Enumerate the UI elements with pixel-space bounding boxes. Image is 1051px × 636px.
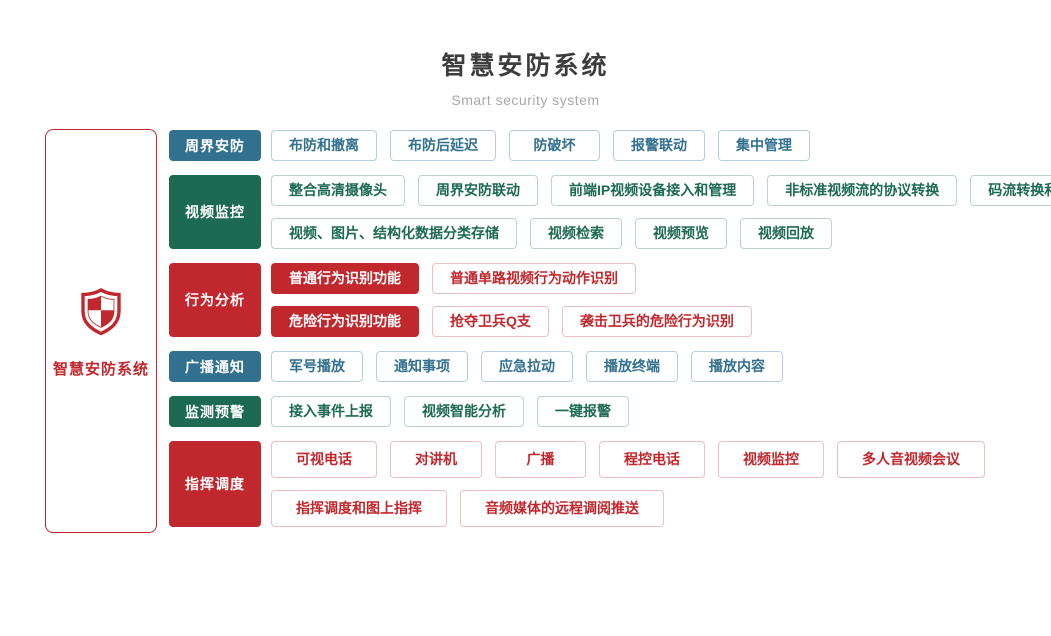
feature-button[interactable]: 一键报警 <box>537 396 629 427</box>
feature-button[interactable]: 整合高清摄像头 <box>271 175 405 206</box>
feature-button[interactable]: 对讲机 <box>390 441 482 478</box>
feature-row: 接入事件上报视频智能分析一键报警 <box>271 396 629 427</box>
group-green-2: 视频监控整合高清摄像头周界安防联动前端IP视频设备接入和管理非标准视频流的协议转… <box>169 175 1051 249</box>
feature-button[interactable]: 视频回放 <box>740 218 832 249</box>
feature-button[interactable]: 抢夺卫兵Q支 <box>432 306 549 337</box>
feature-button[interactable]: 集中管理 <box>718 130 810 161</box>
feature-button[interactable]: 普通行为识别功能 <box>271 263 419 294</box>
group-green-5: 监测预警接入事件上报视频智能分析一键报警 <box>169 396 1051 427</box>
feature-button[interactable]: 非标准视频流的协议转换 <box>767 175 958 206</box>
shield-icon <box>77 284 125 343</box>
feature-button[interactable]: 布防和撤离 <box>271 130 377 161</box>
feature-button[interactable]: 视频、图片、结构化数据分类存储 <box>271 218 517 249</box>
feature-button[interactable]: 视频监控 <box>718 441 824 478</box>
feature-button[interactable]: 布防后延迟 <box>390 130 496 161</box>
feature-button[interactable]: 广播 <box>495 441 586 478</box>
feature-button[interactable]: 码流转换和接口转换 <box>970 175 1051 206</box>
category-label: 周界安防 <box>169 130 261 161</box>
feature-row: 危险行为识别功能抢夺卫兵Q支袭击卫兵的危险行为识别 <box>271 306 752 337</box>
feature-button[interactable]: 普通单路视频行为动作识别 <box>432 263 636 294</box>
feature-button[interactable]: 军号播放 <box>271 351 363 382</box>
category-label: 指挥调度 <box>169 441 261 527</box>
feature-button[interactable]: 视频预览 <box>635 218 727 249</box>
feature-button[interactable]: 音频媒体的远程调阅推送 <box>460 490 664 527</box>
feature-groups: 周界安防布防和撤离布防后延迟防破坏报警联动集中管理视频监控整合高清摄像头周界安防… <box>169 130 1051 527</box>
feature-row: 指挥调度和图上指挥音频媒体的远程调阅推送 <box>271 490 985 527</box>
feature-button[interactable]: 危险行为识别功能 <box>271 306 419 337</box>
feature-rows: 接入事件上报视频智能分析一键报警 <box>271 396 629 427</box>
category-label: 视频监控 <box>169 175 261 249</box>
group-blue-1: 周界安防布防和撤离布防后延迟防破坏报警联动集中管理 <box>169 130 1051 161</box>
feature-button[interactable]: 播放终端 <box>586 351 678 382</box>
feature-button[interactable]: 播放内容 <box>691 351 783 382</box>
feature-button[interactable]: 袭击卫兵的危险行为识别 <box>561 306 752 337</box>
group-red-3: 行为分析普通行为识别功能普通单路视频行为动作识别危险行为识别功能抢夺卫兵Q支袭击… <box>169 263 1051 337</box>
feature-button[interactable]: 通知事项 <box>376 351 468 382</box>
group-red-6: 指挥调度可视电话对讲机广播程控电话视频监控多人音视频会议指挥调度和图上指挥音频媒… <box>169 441 1051 527</box>
feature-button[interactable]: 接入事件上报 <box>271 396 391 427</box>
root-system-label: 智慧安防系统 <box>52 360 149 378</box>
feature-row: 普通行为识别功能普通单路视频行为动作识别 <box>271 263 752 294</box>
page-header: 智慧安防系统 Smart security system <box>0 46 1051 108</box>
feature-button[interactable]: 防破坏 <box>509 130 600 161</box>
feature-button[interactable]: 程控电话 <box>599 441 705 478</box>
category-label: 行为分析 <box>169 263 261 337</box>
page-title: 智慧安防系统 <box>441 52 610 80</box>
feature-button[interactable]: 多人音视频会议 <box>837 441 985 478</box>
feature-rows: 整合高清摄像头周界安防联动前端IP视频设备接入和管理非标准视频流的协议转换码流转… <box>271 175 1051 249</box>
group-blue-4: 广播通知军号播放通知事项应急拉动播放终端播放内容 <box>169 351 1051 382</box>
feature-rows: 普通行为识别功能普通单路视频行为动作识别危险行为识别功能抢夺卫兵Q支袭击卫兵的危… <box>271 263 752 337</box>
root-system-panel: 智慧安防系统 <box>45 129 157 533</box>
category-label: 广播通知 <box>169 351 261 382</box>
feature-rows: 可视电话对讲机广播程控电话视频监控多人音视频会议指挥调度和图上指挥音频媒体的远程… <box>271 441 985 527</box>
category-label: 监测预警 <box>169 396 261 427</box>
feature-button[interactable]: 指挥调度和图上指挥 <box>271 490 447 527</box>
feature-button[interactable]: 前端IP视频设备接入和管理 <box>551 175 755 206</box>
feature-rows: 布防和撤离布防后延迟防破坏报警联动集中管理 <box>271 130 810 161</box>
feature-row: 布防和撤离布防后延迟防破坏报警联动集中管理 <box>271 130 810 161</box>
feature-button[interactable]: 周界安防联动 <box>418 175 538 206</box>
feature-button[interactable]: 视频智能分析 <box>404 396 524 427</box>
feature-row: 视频、图片、结构化数据分类存储视频检索视频预览视频回放 <box>271 218 1051 249</box>
feature-button[interactable]: 报警联动 <box>613 130 705 161</box>
feature-row: 可视电话对讲机广播程控电话视频监控多人音视频会议 <box>271 441 985 478</box>
feature-row: 军号播放通知事项应急拉动播放终端播放内容 <box>271 351 783 382</box>
feature-row: 整合高清摄像头周界安防联动前端IP视频设备接入和管理非标准视频流的协议转换码流转… <box>271 175 1051 206</box>
feature-button[interactable]: 可视电话 <box>271 441 377 478</box>
feature-button[interactable]: 应急拉动 <box>481 351 573 382</box>
feature-button[interactable]: 视频检索 <box>530 218 622 249</box>
page-subtitle: Smart security system <box>451 92 600 108</box>
feature-rows: 军号播放通知事项应急拉动播放终端播放内容 <box>271 351 783 382</box>
